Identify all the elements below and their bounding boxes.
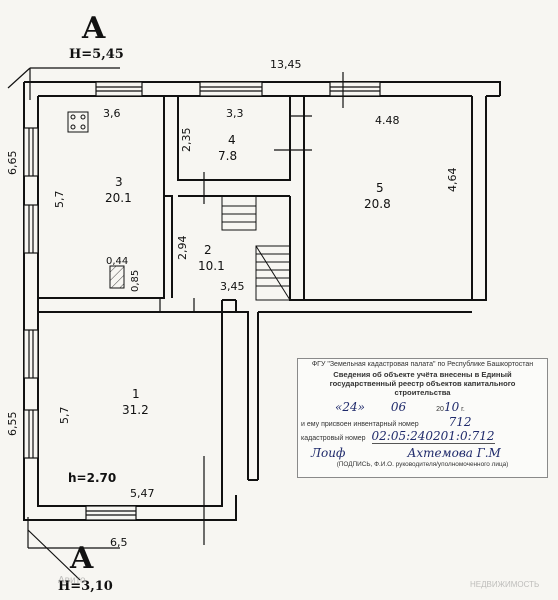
dim-bottom-total: 6,5 (110, 536, 128, 549)
room-number: 4 (228, 133, 236, 147)
dim-left-lower: 6,55 (6, 412, 19, 437)
dim-room5-height: 4,64 (446, 168, 459, 193)
stamp-inventory-number: 712 (448, 415, 472, 429)
dim-niche-width: 0,44 (106, 256, 128, 267)
watermark-right: НЕДВИЖИМОСТЬ (470, 580, 540, 589)
dim-room1-width: 5,47 (130, 487, 155, 500)
stamp-date-day: «24» (335, 400, 365, 414)
dim-top-total: 13,45 (270, 58, 302, 71)
dim-room4-width: 3,3 (226, 107, 244, 120)
dimension-labels: 13,45 6,65 6,55 6,5 3,6 5,7 3,3 2,35 4.4… (6, 58, 459, 549)
section-letter-top: A (81, 11, 106, 46)
room-area: 7.8 (218, 149, 237, 163)
section-letter-bottom: A (69, 541, 94, 576)
stamp-inventory-label: и ему присвоен инвентарный номер (301, 421, 419, 428)
stamp-signer-name: Ахтемова Г.М (407, 446, 501, 460)
registration-stamp: ФГУ "Земельная кадастровая палата" по Ре… (297, 358, 548, 478)
dim-ceiling-height: h=2.70 (68, 471, 116, 485)
dim-niche-height: 0,85 (130, 270, 141, 292)
section-height-bottom: H=3,10 (58, 579, 113, 594)
dim-room3-height: 5,7 (53, 191, 66, 209)
stamp-cadastral-number: 02:05:240201:0:712 (371, 429, 495, 444)
stamp-date-row: «24» 06 2010 г. (301, 400, 544, 414)
stamp-date-year: 10 (443, 400, 460, 414)
stamp-heading: Сведения об объекте учёта внесены в Един… (329, 370, 516, 397)
section-height-top: H=5,45 (69, 47, 124, 62)
stamp-signature-row: Лоиф Ахтемова Г.М (301, 446, 544, 460)
room-number: 1 (132, 387, 140, 401)
room-area: 10.1 (198, 259, 225, 273)
dim-room2-height: 2,94 (176, 236, 189, 261)
stamp-cadastral-row: кадастровый номер 02:05:240201:0:712 (301, 429, 544, 444)
dim-room2-width: 3,45 (220, 280, 245, 293)
stamp-signature: Лоиф (311, 446, 346, 460)
dim-left-upper: 6,65 (6, 151, 19, 176)
room-number: 2 (204, 243, 212, 257)
room-number: 5 (376, 181, 384, 195)
room-area: 20.8 (364, 197, 391, 211)
dim-room3-width: 3,6 (103, 107, 121, 120)
dim-room1-height: 5,7 (58, 407, 71, 425)
stamp-organization: ФГУ "Земельная кадастровая палата" по Ре… (311, 361, 534, 368)
stairs (221, 195, 291, 301)
dim-room5-width: 4.48 (375, 114, 400, 127)
section-mark-bottom: A H=3,10 (27, 517, 120, 594)
dim-room4-height: 2,35 (180, 128, 193, 153)
doors (159, 72, 344, 545)
niche-hatch (109, 265, 125, 289)
section-mark-top: A H=5,45 (7, 11, 124, 100)
watermark-left: Авито (58, 575, 86, 586)
room-labels: 3 20.1 4 7.8 5 20.8 2 10.1 1 31.2 (105, 133, 391, 417)
stamp-date-suffix: г. (461, 406, 465, 413)
stove-icon (67, 111, 89, 133)
stamp-signature-caption: (ПОДПИСЬ, Ф.И.О. руководителя/уполномоче… (336, 461, 509, 468)
room-area: 31.2 (122, 403, 149, 417)
room-area: 20.1 (105, 191, 132, 205)
room-number: 3 (115, 175, 123, 189)
stamp-date-month: 06 (390, 400, 407, 414)
stamp-inventory-row: и ему присвоен инвентарный номер 712 (301, 415, 544, 429)
stamp-date-year-prefix: 20 (436, 406, 444, 413)
stamp-cadastral-label: кадастровый номер (301, 435, 366, 442)
